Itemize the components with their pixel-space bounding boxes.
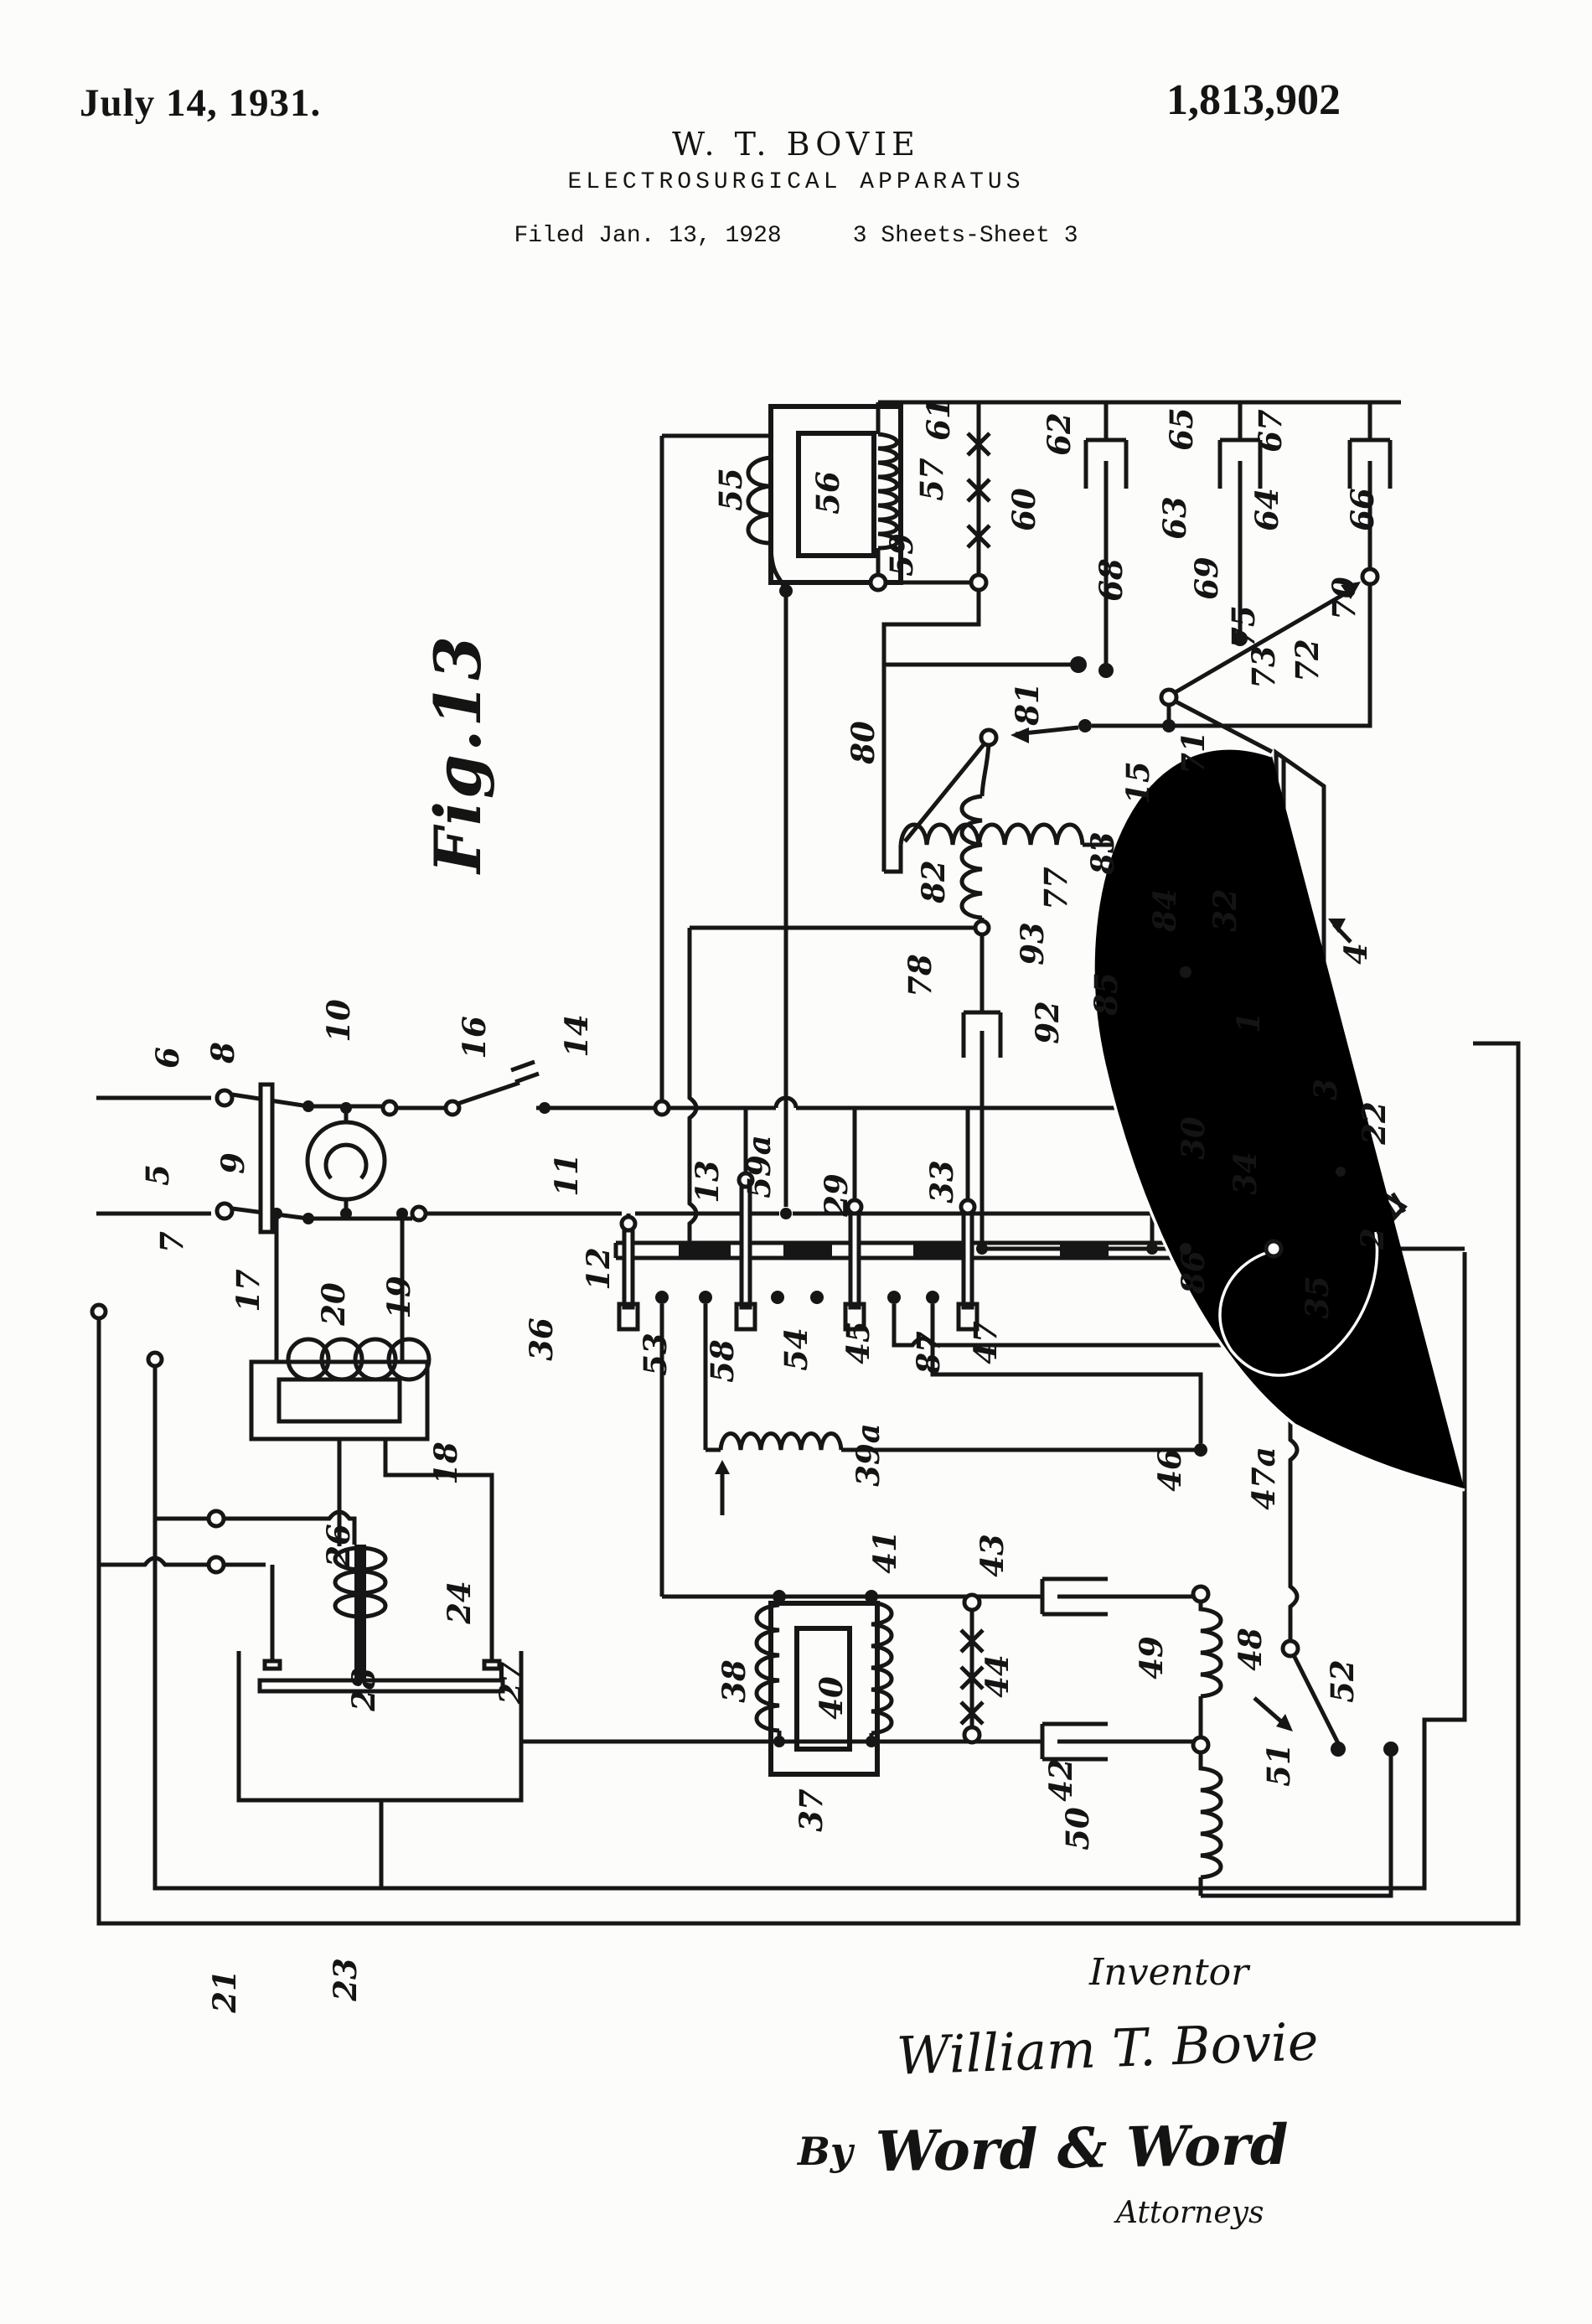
ref-label-2: 2 xyxy=(1354,1228,1391,1250)
ref-label-77: 77 xyxy=(1037,867,1074,910)
ref-label-57: 57 xyxy=(913,458,950,501)
ref-label-47a: 47a xyxy=(1245,1447,1282,1510)
ref-label-53: 53 xyxy=(637,1333,674,1376)
patent-title: ELECTROSURGICAL APPARATUS xyxy=(567,169,1025,195)
ref-label-83: 83 xyxy=(1084,831,1121,875)
ref-label-62: 62 xyxy=(1041,412,1078,456)
ref-label-59a: 59a xyxy=(741,1135,778,1198)
ref-label-54: 54 xyxy=(778,1328,814,1371)
ref-label-67: 67 xyxy=(1252,409,1289,453)
ref-label-44: 44 xyxy=(979,1654,1016,1698)
ref-label-60: 60 xyxy=(1005,488,1042,531)
ref-label-35: 35 xyxy=(1299,1276,1336,1319)
ref-label-6: 6 xyxy=(149,1047,186,1069)
ref-label-48: 48 xyxy=(1232,1628,1269,1671)
ref-label-37: 37 xyxy=(793,1788,830,1832)
ref-label-70: 70 xyxy=(1326,577,1362,620)
inventor-caption: Inventor xyxy=(1089,1951,1249,1994)
ref-label-11: 11 xyxy=(548,1153,585,1197)
ref-label-10: 10 xyxy=(320,999,357,1043)
ref-label-38: 38 xyxy=(716,1659,752,1703)
ref-label-71: 71 xyxy=(1175,731,1212,774)
ref-label-34: 34 xyxy=(1227,1152,1264,1195)
ref-label-51: 51 xyxy=(1260,1743,1297,1787)
ref-label-64: 64 xyxy=(1248,488,1285,531)
ref-label-82: 82 xyxy=(915,860,952,903)
sheet-number: 3 Sheets-Sheet 3 xyxy=(852,223,1078,249)
ref-label-39a: 39a xyxy=(850,1423,886,1487)
ref-label-24: 24 xyxy=(441,1581,478,1624)
ref-label-66: 66 xyxy=(1344,488,1381,531)
ref-label-33: 33 xyxy=(923,1160,960,1203)
ref-label-23: 23 xyxy=(327,1958,364,2001)
ref-label-65: 65 xyxy=(1163,407,1200,451)
ref-label-36: 36 xyxy=(523,1317,560,1361)
ref-label-7: 7 xyxy=(153,1231,190,1253)
ref-label-84: 84 xyxy=(1146,888,1183,932)
ref-label-28: 28 xyxy=(345,1668,382,1711)
ref-label-58: 58 xyxy=(704,1339,741,1383)
by-label: By xyxy=(798,2129,853,2174)
ref-label-46: 46 xyxy=(1151,1448,1188,1492)
ref-label-41: 41 xyxy=(866,1530,903,1574)
ref-label-92: 92 xyxy=(1029,1001,1066,1044)
ref-label-45: 45 xyxy=(840,1321,876,1364)
ref-label-22: 22 xyxy=(1356,1101,1393,1145)
ref-label-93: 93 xyxy=(1014,922,1051,965)
ref-label-55: 55 xyxy=(712,468,749,511)
ref-label-27: 27 xyxy=(493,1661,530,1705)
ref-label-19: 19 xyxy=(380,1276,417,1319)
ref-label-42: 42 xyxy=(1042,1758,1079,1802)
ref-label-12: 12 xyxy=(580,1247,617,1291)
ref-label-69: 69 xyxy=(1188,556,1225,600)
patent-number: 1,813,902 xyxy=(1166,76,1341,124)
ref-label-50: 50 xyxy=(1059,1807,1096,1850)
ref-label-29: 29 xyxy=(818,1173,855,1217)
ref-label-8: 8 xyxy=(204,1042,241,1064)
ref-label-61: 61 xyxy=(920,397,957,441)
ref-label-85: 85 xyxy=(1088,972,1124,1016)
ref-label-68: 68 xyxy=(1093,558,1129,602)
ref-label-43: 43 xyxy=(974,1534,1011,1577)
ref-label-4: 4 xyxy=(1337,943,1374,965)
ref-label-52: 52 xyxy=(1324,1659,1361,1703)
ref-label-81: 81 xyxy=(1009,682,1046,726)
ref-label-73: 73 xyxy=(1245,645,1282,689)
ref-label-15: 15 xyxy=(1119,761,1156,805)
attorneys-caption: Attorneys xyxy=(1116,2196,1264,2230)
ref-label-40: 40 xyxy=(813,1676,850,1720)
ref-label-49: 49 xyxy=(1133,1636,1170,1680)
ref-label-63: 63 xyxy=(1156,496,1193,540)
filed-date: Filed Jan. 13, 1928 xyxy=(514,223,782,249)
ref-label-75: 75 xyxy=(1225,605,1262,649)
ref-label-18: 18 xyxy=(427,1442,464,1485)
ref-label-86: 86 xyxy=(1175,1250,1212,1294)
ref-label-9: 9 xyxy=(215,1152,251,1174)
ref-label-16: 16 xyxy=(456,1016,493,1059)
ref-label-72: 72 xyxy=(1289,639,1326,682)
ref-label-5: 5 xyxy=(139,1164,176,1186)
inventor-name-header: W. T. BOVIE xyxy=(672,126,920,163)
ref-label-1: 1 xyxy=(1230,1012,1267,1033)
ref-label-14: 14 xyxy=(558,1014,595,1058)
ref-label-78: 78 xyxy=(902,954,938,997)
patent-date: July 14, 1931. xyxy=(80,81,322,125)
ref-label-87: 87 xyxy=(910,1331,947,1374)
ref-label-13: 13 xyxy=(689,1160,726,1203)
ref-label-26: 26 xyxy=(320,1524,357,1567)
ref-label-56: 56 xyxy=(809,471,846,515)
ref-label-30: 30 xyxy=(1175,1116,1212,1160)
attorney-signature: Word & Word xyxy=(875,2111,1290,2185)
filing-line: Filed Jan. 13, 1928 3 Sheets-Sheet 3 xyxy=(0,223,1592,249)
ref-label-32: 32 xyxy=(1207,888,1243,932)
ref-label-59: 59 xyxy=(883,533,920,577)
ref-label-21: 21 xyxy=(206,1969,243,2013)
ref-label-47: 47 xyxy=(967,1321,1004,1364)
ref-label-3: 3 xyxy=(1307,1079,1344,1100)
ref-label-17: 17 xyxy=(230,1269,266,1312)
ref-label-80: 80 xyxy=(845,721,881,764)
ref-label-20: 20 xyxy=(315,1282,352,1326)
